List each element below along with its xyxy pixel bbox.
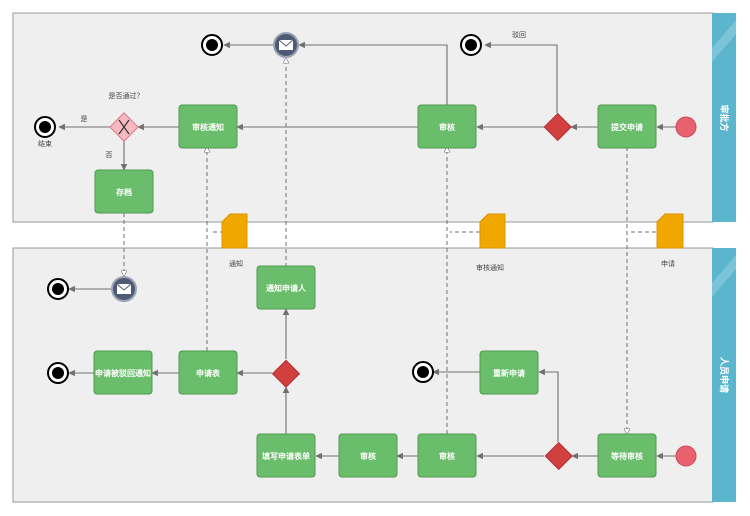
bottom-flows [68, 285, 676, 460]
message-flows [124, 58, 656, 434]
svg-text:通知申请人: 通知申请人 [266, 283, 307, 293]
svg-text:审核: 审核 [360, 451, 376, 461]
task-forward: 审核 [417, 433, 477, 478]
label-end: 结束 [38, 139, 52, 148]
end-events [34, 34, 482, 384]
end-event [460, 34, 482, 56]
gateway-exclusive [109, 112, 139, 142]
task-fill-form: 填写申请表单 [256, 433, 316, 478]
svg-text:审核: 审核 [439, 122, 455, 132]
svg-text:审核通知: 审核通知 [476, 263, 504, 272]
gateway-top [543, 112, 572, 142]
label-no: 否 [106, 151, 113, 159]
envelope-icon [279, 40, 293, 50]
gateway-bottom-right [544, 441, 573, 471]
svg-text:存档: 存档 [115, 187, 132, 197]
label-reject: 驳回 [512, 31, 526, 39]
start-event-bottom [675, 445, 697, 467]
svg-text:申请被驳回通知: 申请被驳回通知 [95, 368, 151, 378]
data-object-2: 审核通知 [476, 213, 506, 272]
label-gw-question: 是否通过？ [109, 91, 144, 100]
svg-text:填写申请表单: 填写申请表单 [262, 451, 310, 461]
end-event [412, 361, 434, 383]
end-event [47, 362, 69, 384]
message-event-bottom [111, 276, 137, 302]
svg-text:等待审核: 等待审核 [610, 451, 643, 461]
task-archive: 存档 [94, 169, 154, 214]
gateway-bottom-left [271, 359, 301, 388]
svg-text:审核: 审核 [439, 451, 455, 461]
task-notify-bottom: 通知申请人 [256, 265, 316, 310]
task-final-notice: 申请被驳回通知 [93, 350, 153, 395]
end-event [34, 116, 56, 138]
top-flows [58, 41, 676, 171]
end-event [47, 278, 69, 300]
svg-text:申请: 申请 [661, 259, 675, 268]
data-object-3: 通知 [221, 213, 248, 268]
task-review: 审核 [417, 104, 477, 149]
svg-text:通知: 通知 [229, 259, 243, 268]
data-object-1: 申请 [656, 213, 684, 268]
label-yes: 是 [81, 115, 88, 123]
start-event-top [675, 116, 697, 138]
lane-top-title: 审批方 [718, 104, 730, 131]
end-event [201, 34, 223, 56]
task-review-bottom: 审核 [338, 433, 398, 478]
task-apply: 申请表 [178, 350, 238, 395]
lane-bottom-title: 人员申请 [718, 356, 730, 393]
message-event-top [273, 32, 299, 58]
svg-text:提交申请: 提交申请 [611, 122, 643, 132]
task-submit-top: 提交申请 [597, 104, 657, 149]
task-resubmit: 重新申请 [479, 350, 539, 395]
svg-text:审核通知: 审核通知 [192, 122, 224, 132]
task-wait-review: 等待审核 [597, 433, 657, 478]
svg-text:申请表: 申请表 [196, 368, 221, 378]
task-notice-top: 审核通知 [178, 104, 238, 149]
envelope-icon [117, 284, 131, 294]
svg-text:重新申请: 重新申请 [493, 368, 525, 378]
